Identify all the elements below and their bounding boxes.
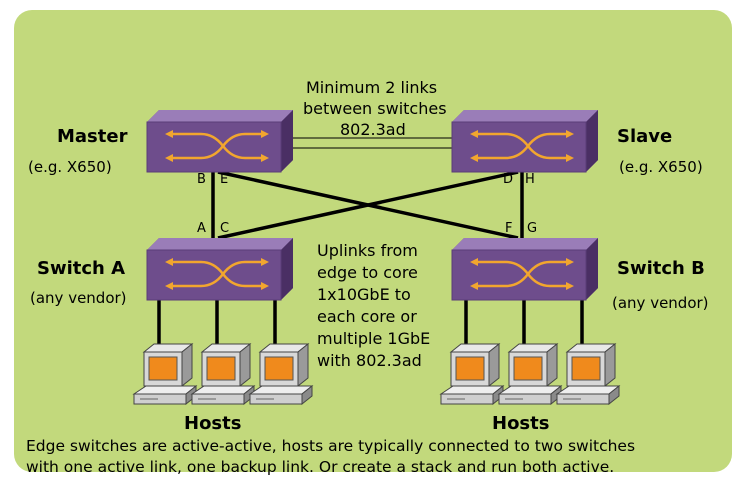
port-label-e: E <box>220 172 229 187</box>
switch-a-label: Switch A <box>37 258 126 279</box>
uplinks-note-line1: Uplinks from <box>317 241 418 260</box>
host-computer-icon <box>440 343 504 405</box>
host-computer-icon <box>556 343 620 405</box>
uplink-slave-to-switch-a <box>217 170 519 240</box>
switch-b-vendor: (any vendor) <box>612 294 709 312</box>
switch-b-icon <box>450 236 600 302</box>
links-note-line1: Minimum 2 links <box>306 78 438 97</box>
hosts-right-label: Hosts <box>492 413 550 434</box>
switch-a-vendor: (any vendor) <box>30 289 127 307</box>
port-label-c: C <box>220 221 230 236</box>
uplinks-note-line2: edge to core <box>317 263 418 282</box>
uplinks-note-line4: each core or <box>317 307 417 326</box>
host-computer-icon <box>133 343 197 405</box>
uplinks-note-line5: multiple 1GbE <box>317 329 431 348</box>
master-switch-icon <box>145 108 295 174</box>
port-label-f: F <box>505 221 513 236</box>
links-note-line2: between switches <box>303 99 447 118</box>
links-note-line3: 802.3ad <box>340 120 406 139</box>
hosts-left-label: Hosts <box>184 413 242 434</box>
port-label-g: G <box>527 221 538 236</box>
slave-label: Slave <box>617 126 673 147</box>
master-model: (e.g. X650) <box>28 158 112 176</box>
host-computer-icon <box>498 343 562 405</box>
master-label: Master <box>57 126 128 147</box>
slave-model: (e.g. X650) <box>619 158 703 176</box>
host-computer-icon <box>249 343 313 405</box>
uplinks-note-line3: 1x10GbE to <box>317 285 411 304</box>
caption-line1: Edge switches are active-active, hosts a… <box>26 437 636 455</box>
port-label-h: H <box>525 172 535 187</box>
uplinks-note-line6: with 802.3ad <box>317 351 422 370</box>
host-computer-icon <box>191 343 255 405</box>
switch-a-icon <box>145 236 295 302</box>
port-label-b: B <box>197 172 206 187</box>
caption-line2: with one active link, one backup link. O… <box>26 458 615 476</box>
port-label-d: D <box>503 172 514 187</box>
switch-b-label: Switch B <box>617 258 705 279</box>
port-label-a: A <box>197 221 206 236</box>
slave-switch-icon <box>450 108 600 174</box>
